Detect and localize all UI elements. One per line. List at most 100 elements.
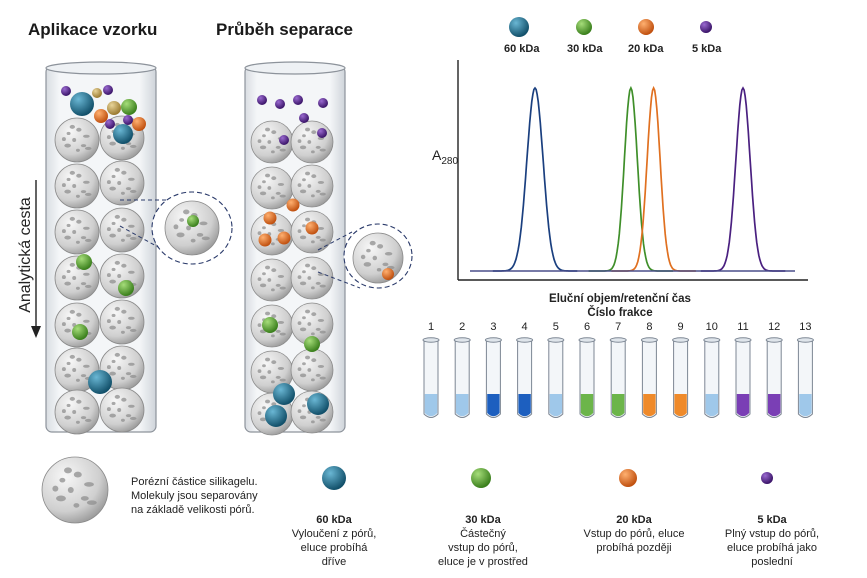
silica-legend-text: Porézní částice silikagelu. Molekuly jso… [131,475,258,517]
fraction-tube: 3 [484,321,502,418]
fraction-number: 11 [737,321,748,333]
molecule-20kda [277,231,291,245]
molecule-5kda [299,113,309,123]
silica-bead [290,348,334,392]
molecule-30kda [262,317,278,333]
tube-fill [768,394,781,417]
tube-fill [736,394,750,417]
legend-top-label-60: 60 kDa [504,43,540,55]
silica-bead [54,209,100,255]
legend-30kda-line: eluce je v prostřed [438,556,528,568]
tube-fill [549,394,562,417]
legend-top-ball-20kda [638,19,654,35]
molecule-5kda [317,128,327,138]
molecule-5kda [61,86,71,96]
zoom-callout-left [119,191,233,265]
molecule-20kda [263,211,277,225]
left-panel-title: Aplikace vzorku [28,20,158,39]
legend-20kda-line: Vstup do pórů, eluce [583,528,685,540]
legend-top-label-20: 20 kDa [628,43,664,55]
legend-top-label-5: 5 kDa [692,43,722,55]
legend-bottom-graphics [41,456,773,524]
legend-5kda-line: poslední [751,556,793,568]
silica-bead [99,160,145,206]
molecule-20kda [286,198,300,212]
legend-top-label-30: 30 kDa [567,43,603,55]
zoom-callout-middle [317,223,413,289]
molecule-60kda [70,92,94,116]
middle-panel-title: Průběh separace [216,20,354,39]
tube-fill [705,394,718,417]
fraction-tube: 7 [609,321,627,418]
fraction-tube: 2 [453,321,471,418]
silica-bead [54,117,100,163]
legend-ball-30kda [471,468,491,488]
silica-bead [54,347,100,393]
legend-30kda-line: vstup do pórů, [448,542,518,554]
fraction-number: 5 [553,321,559,333]
tube-fill [424,394,438,417]
silica-bead [54,163,100,209]
molecule-30kda [76,254,92,270]
fraction-tube: 8 [640,321,658,418]
tube-fill [456,394,469,417]
molecule-5kda [318,98,328,108]
legend-ball-20kda [619,469,637,487]
silica-line-2: Molekuly jsou separovány [131,490,258,502]
fraction-title: Číslo frakce [587,306,652,319]
molecule-5kda [105,119,115,129]
molecule-5kda [123,115,133,125]
molecule-20kda [305,221,319,235]
zoomed-silica-bead [164,200,220,256]
silica-bead [290,120,334,164]
fraction-number: 9 [678,321,684,333]
fraction-number: 3 [490,321,496,333]
fraction-number: 6 [584,321,590,333]
legend-item-5kda: 5 kDa Plný vstup do pórů, eluce probíhá … [705,513,839,569]
zoomed-silica-bead [352,232,404,284]
fraction-number: 2 [459,321,465,333]
tube-fill [612,394,625,417]
silica-bead [290,164,334,208]
legend-30kda-line: Částečný [460,528,506,540]
molecule-20kda [94,109,108,123]
molecule-20kda [258,233,272,247]
molecule-60kda [88,370,112,394]
molecule [107,101,121,115]
legend-top-ball-30kda [576,19,592,35]
legend-5kda-line: eluce probíhá jako [727,542,817,554]
molecule-5kda [275,99,285,109]
molecule-60kda [265,405,287,427]
silica-bead [250,258,294,302]
fraction-tube: 6 [578,321,596,418]
molecule-30kda [72,324,88,340]
fraction-tube: 4 [516,321,534,418]
legend-60kda-line: dříve [321,556,347,568]
chromatogram: A280 Eluční objem/retenční čas [432,60,808,305]
silica-bead [290,256,334,300]
legend-60kda-line: eluce probíhá [300,542,368,554]
legend-20kda-title: 20 kDa [616,514,652,526]
fraction-number: 8 [646,321,652,333]
analytical-path-arrow [31,180,41,338]
molecule-30kda [187,215,199,227]
legend-item-20kda: 20 kDa Vstup do pórů, eluce probíhá pozd… [567,513,701,555]
silica-bead [290,302,334,346]
silica-line-3: na základě velikosti pórů. [131,504,255,516]
peak-60kda [492,86,578,272]
legend-top-ball-60kda [509,17,529,37]
legend-ball-5kda [761,472,773,484]
fraction-number: 12 [768,321,780,333]
legend-top-ball-5kda [700,21,712,33]
molecule-60kda [273,383,295,405]
molecule-20kda [382,268,394,280]
silica-bead [99,207,145,253]
fraction-number: 13 [799,321,811,333]
fraction-tube: 9 [672,321,690,418]
legend-item-30kda: 30 kDa Částečný vstup do pórů, eluce je … [416,513,550,569]
left-column [45,61,157,435]
legend-20kda-line: probíhá později [596,542,672,554]
legend-60kda-title: 60 kDa [316,514,352,526]
silica-line-1: Porézní částice silikagelu. [131,476,258,488]
